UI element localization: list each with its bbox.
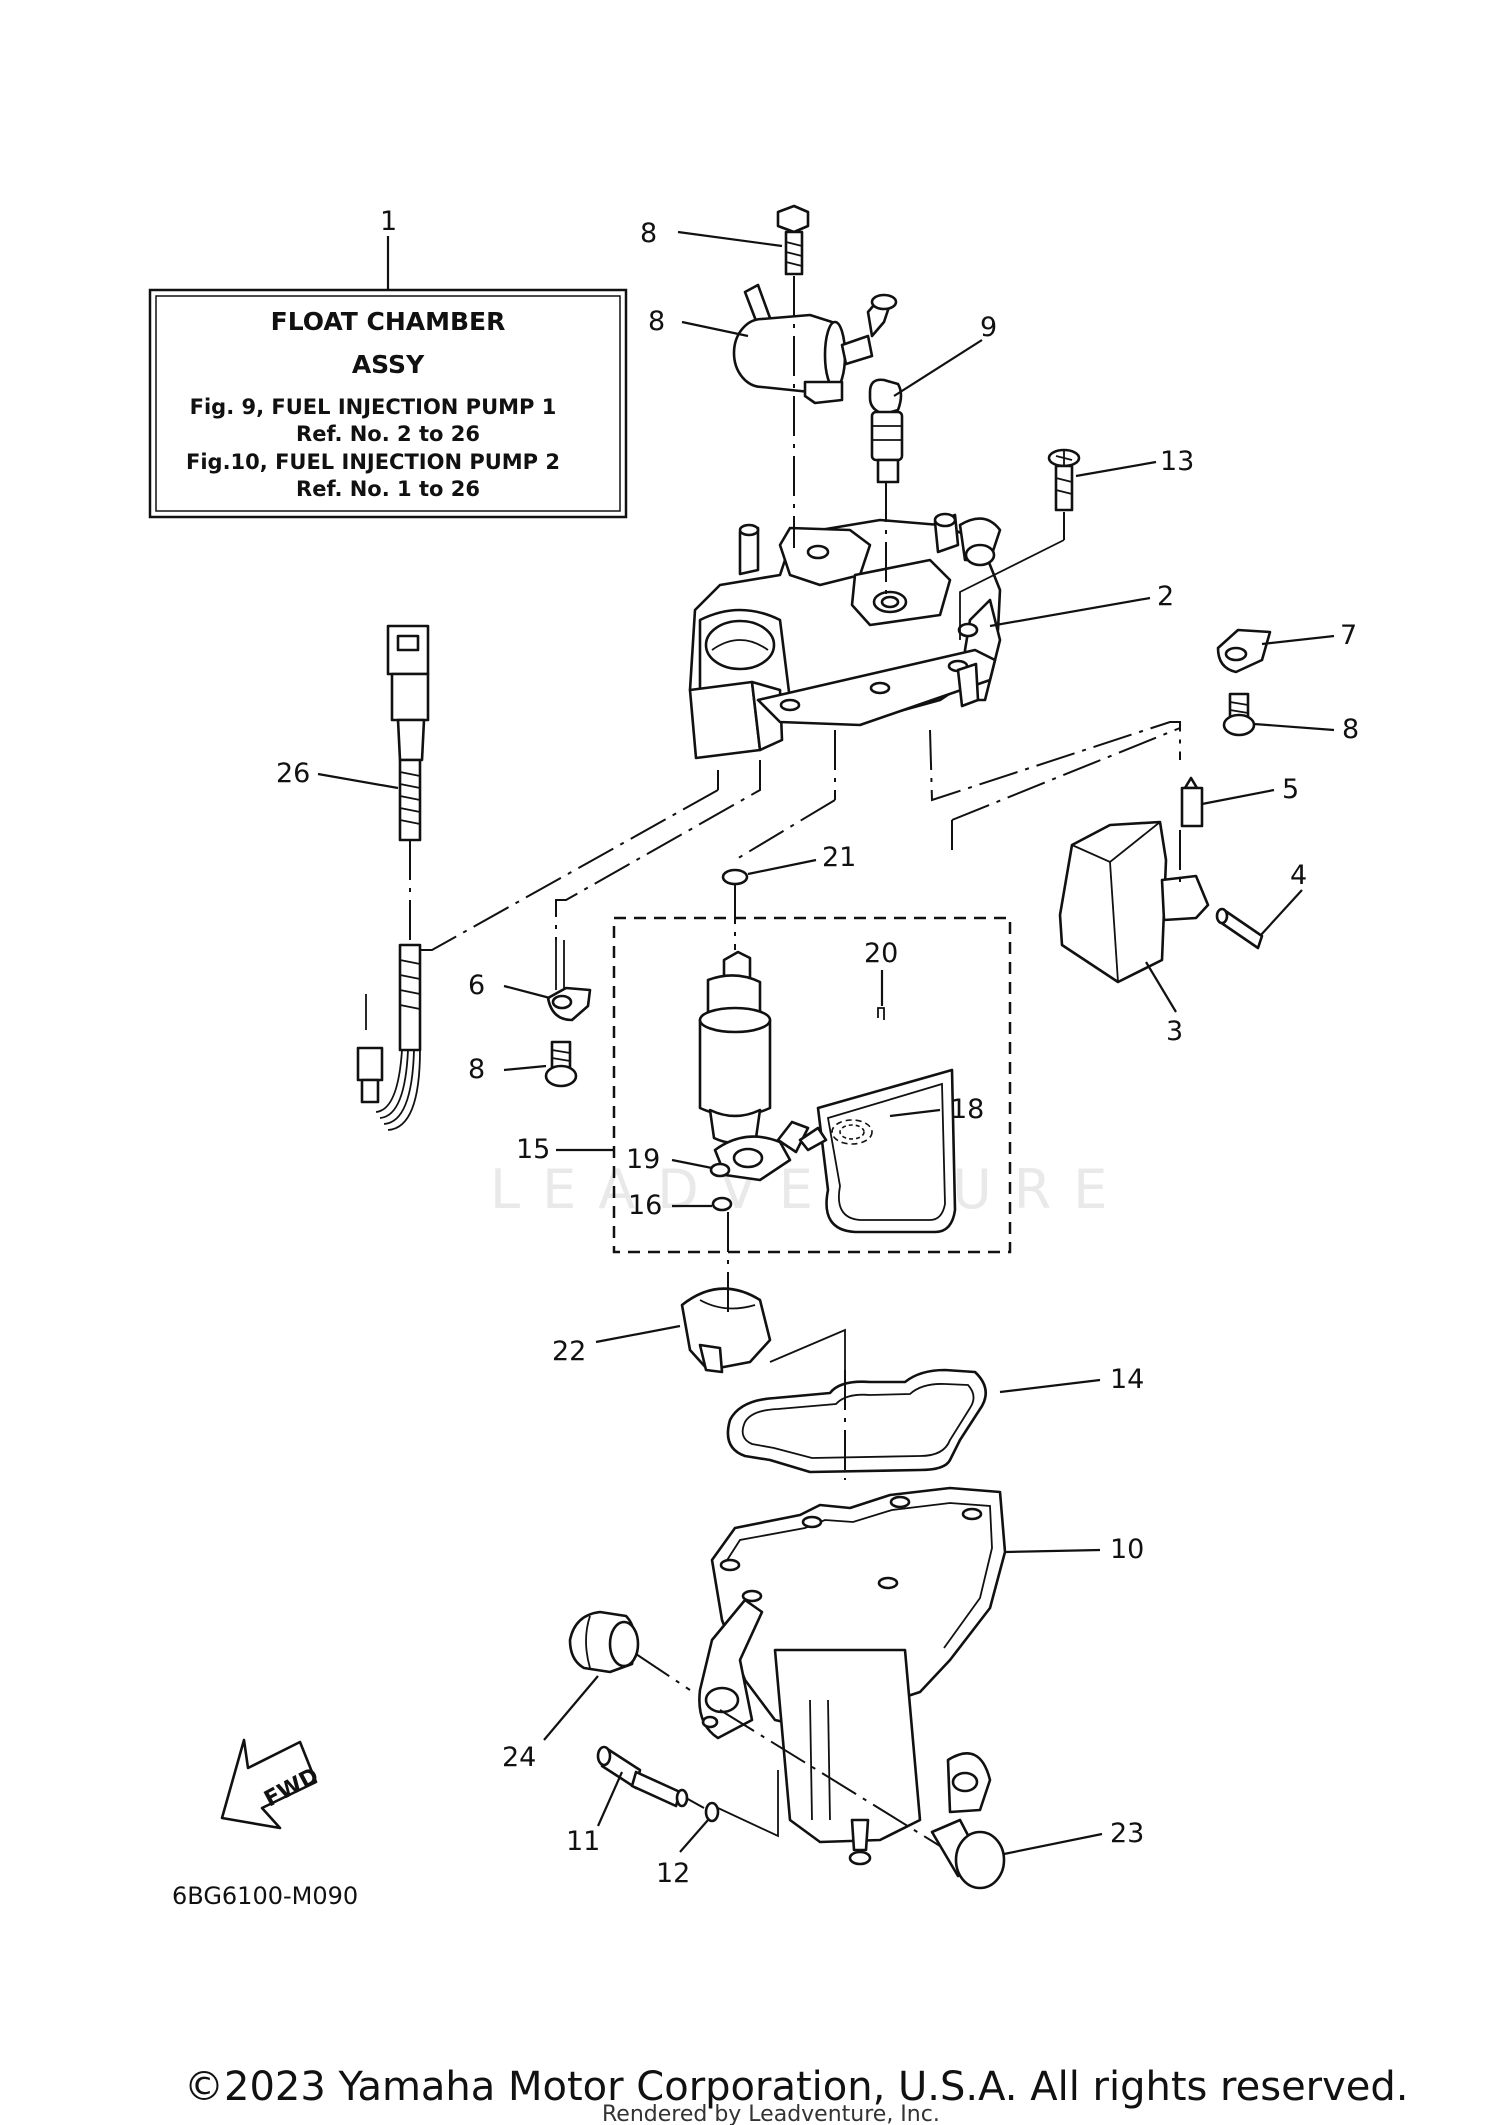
part-20-clip — [709, 1120, 810, 1182]
callout-17: 15 — [516, 1134, 550, 1165]
callout-8-upper: 8 — [1342, 714, 1359, 745]
callout-24: 23 — [1110, 1818, 1144, 1849]
callout-22: 21 — [822, 842, 856, 873]
callout-23: 22 — [552, 1336, 586, 1367]
callout-25: 24 — [502, 1742, 536, 1773]
callout-14: 12 — [656, 1858, 690, 1889]
callout-6: 6 — [468, 970, 485, 1001]
callout-20: 19 — [626, 1144, 660, 1175]
part-24-plug — [930, 1818, 1006, 1890]
part-17-fuel-pump — [698, 950, 772, 1145]
callout-19: 18 — [950, 1094, 984, 1125]
part-3-float — [1058, 820, 1210, 984]
part-13-drain-screw — [596, 1745, 689, 1808]
info-box-line-1: Fig. 9, FUEL INJECTION PUMP 1 — [190, 395, 557, 419]
part-7-bracket — [1216, 628, 1272, 674]
callouts: 8 8 9 13 2 7 8 5 4 3 21 20 18 15 19 16 6 — [276, 218, 1359, 1889]
callout-8-lower: 8 — [468, 1054, 485, 1085]
part-22-o-ring — [721, 868, 749, 886]
info-box-line-3: Fig.10, FUEL INJECTION PUMP 2 — [186, 450, 560, 474]
rendered-by: Rendered by Leadventure, Inc. — [602, 2102, 940, 2125]
part-5-needle-valve — [1180, 776, 1204, 828]
info-box-line-2: Ref. No. 2 to 26 — [296, 422, 480, 446]
callout-10: 8 — [640, 218, 657, 249]
part-8-screw-upper — [1222, 692, 1256, 737]
part-14-washer — [704, 1801, 720, 1823]
part-8-screw-lower — [544, 1040, 578, 1088]
callout-18: 16 — [628, 1190, 662, 1221]
callout-5: 5 — [1282, 774, 1299, 805]
part-9-pressure-regulator — [732, 283, 898, 405]
part-15-screw — [1047, 448, 1081, 512]
callout-3: 3 — [1166, 1016, 1183, 1047]
part-18-o-ring — [711, 1196, 733, 1212]
callout-2: 2 — [1157, 581, 1174, 612]
part-10-bolt — [776, 204, 810, 276]
diagram-code: 6BG6100-M090 — [172, 1882, 358, 1910]
info-box-subtitle: ASSY — [352, 350, 425, 379]
part-11-fitting — [868, 378, 904, 484]
info-box: FLOAT CHAMBER ASSY Fig. 9, FUEL INJECTIO… — [148, 236, 628, 519]
callout-7: 7 — [1340, 620, 1357, 651]
part-25-grommet — [568, 1610, 640, 1674]
part-12-chamber-body — [698, 1486, 1007, 1866]
part-2-chamber-cover — [688, 512, 1002, 760]
pump-assy-outline — [612, 916, 1012, 1254]
info-box-title: FLOAT CHAMBER — [271, 307, 506, 336]
assembly-lines — [420, 276, 1181, 1847]
part-4-float-pin — [1215, 907, 1264, 950]
part-26-harness — [356, 624, 430, 1131]
callout-12: 10 — [1110, 1534, 1144, 1565]
part-6-bracket — [546, 940, 592, 1022]
part-16-gasket — [726, 1368, 987, 1474]
callout-11: 9 — [980, 312, 997, 343]
part-19-filter — [798, 1068, 957, 1234]
watermark: LEADVENTURE — [490, 1158, 1129, 1221]
part-23-damper — [680, 1287, 772, 1374]
callout-13: 11 — [566, 1826, 600, 1857]
callout-15: 13 — [1160, 446, 1194, 477]
info-box-line-4: Ref. No. 1 to 26 — [296, 477, 480, 501]
part-21-clip — [877, 1007, 885, 1020]
callout-26: 26 — [276, 758, 310, 789]
callout-21: 20 — [864, 938, 898, 969]
copyright: ©2023 Yamaha Motor Corporation, U.S.A. A… — [184, 2064, 1409, 2110]
fwd-arrow-icon: FWD — [220, 1738, 323, 1830]
callout-1: 1 — [380, 206, 397, 237]
callout-9: 8 — [648, 306, 665, 337]
callout-4: 4 — [1290, 860, 1307, 891]
callout-16: 14 — [1110, 1364, 1144, 1395]
